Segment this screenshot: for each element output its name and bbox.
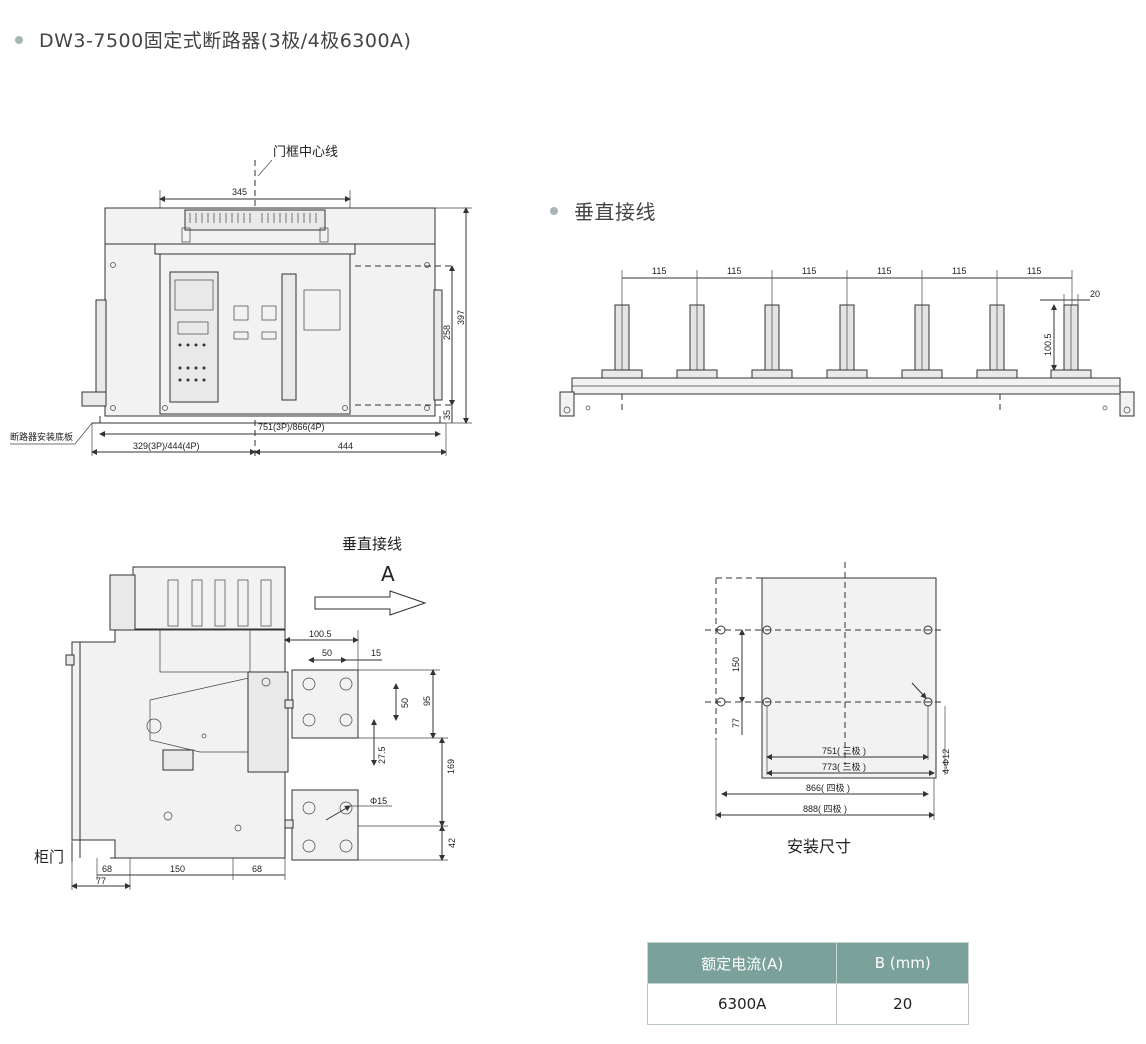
indicator-window bbox=[303, 289, 341, 331]
side-dim-42: 42 bbox=[447, 838, 457, 848]
side-dim-50-v: 50 bbox=[400, 698, 410, 708]
page-title: DW3-7500固定式断路器(3极/4极6300A) bbox=[39, 30, 412, 52]
dim-35: 35 bbox=[442, 410, 452, 420]
dim-258: 258 bbox=[442, 325, 452, 340]
dim-345: 345 bbox=[232, 187, 247, 197]
mount-dim-866: 866( 四极 ) bbox=[806, 782, 850, 793]
mount-dim-phi12: 4-Φ12 bbox=[941, 749, 951, 774]
dim-115-6: 115 bbox=[1027, 266, 1041, 276]
table-header-row: 额定电流(A) B (mm) bbox=[646, 942, 969, 984]
dim-115-1: 115 bbox=[652, 266, 666, 276]
front-view: 门框中心线 345 bbox=[10, 145, 472, 460]
mounting-view: 150 77 4-Φ12 751( 三极 ) 773( 三极 ) 866( 四极… bbox=[705, 562, 951, 856]
mount-dim-751: 751( 三极 ) bbox=[822, 745, 866, 756]
mount-dim-773: 773( 三极 ) bbox=[822, 761, 866, 772]
mount-dim-77: 77 bbox=[731, 718, 741, 728]
upper-terminal bbox=[291, 669, 359, 739]
side-dim-150: 150 bbox=[170, 864, 185, 874]
section-title: 垂直接线 bbox=[574, 200, 656, 224]
cell-b: 20 bbox=[836, 983, 969, 1025]
side-dim-50-top: 50 bbox=[322, 648, 332, 658]
lower-terminal bbox=[291, 789, 359, 861]
dim-115-4: 115 bbox=[877, 266, 891, 276]
dim-20: 20 bbox=[1090, 289, 1100, 299]
side-view: 垂直接线 A 10 bbox=[34, 535, 457, 890]
spec-table: 额定电流(A) B (mm) 6300A 20 bbox=[646, 942, 969, 1025]
side-dim-phi15: Φ15 bbox=[370, 796, 387, 806]
dim-100-5: 100.5 bbox=[1043, 333, 1053, 356]
dim-329: 329(3P)/444(4P) bbox=[133, 441, 200, 451]
base-plate-label: 断路器安装底板 bbox=[10, 431, 73, 443]
dim-751: 751(3P)/866(4P) bbox=[258, 422, 325, 432]
dim-115-5: 115 bbox=[952, 266, 966, 276]
side-dim-27-5: 27.5 bbox=[377, 746, 387, 764]
dim-115-2: 115 bbox=[727, 266, 741, 276]
side-dim-100-5: 100.5 bbox=[309, 629, 332, 639]
mount-dim-888: 888( 四极 ) bbox=[803, 803, 847, 814]
vertical-wiring-view: 115 115 115 115 115 115 20 100.5 bbox=[559, 266, 1135, 417]
busbar-bases bbox=[601, 369, 1092, 381]
side-dim-68a: 68 bbox=[102, 864, 112, 874]
mounting-plate bbox=[761, 577, 937, 779]
controller-buttons bbox=[178, 343, 206, 382]
mount-dim-150: 150 bbox=[731, 657, 741, 672]
dim-397: 397 bbox=[456, 310, 466, 325]
bullet-icon bbox=[550, 206, 558, 215]
controller-unit bbox=[169, 271, 219, 403]
table-row: 6300A 20 bbox=[646, 983, 969, 1025]
terminal-pins bbox=[189, 213, 317, 223]
dim-444: 444 bbox=[338, 441, 353, 451]
header-b-mm: B (mm) bbox=[836, 942, 969, 984]
header-rated-current: 额定电流(A) bbox=[646, 942, 838, 984]
busbars bbox=[614, 304, 1079, 376]
dim-115-3: 115 bbox=[802, 266, 816, 276]
view-arrow-icon bbox=[314, 590, 427, 616]
side-dim-95: 95 bbox=[422, 696, 432, 706]
cabinet-door-label: 柜门 bbox=[34, 848, 64, 866]
arrow-letter: A bbox=[381, 562, 395, 586]
handle bbox=[281, 273, 297, 401]
side-dim-77: 77 bbox=[96, 876, 106, 886]
mounting-caption: 安装尺寸 bbox=[787, 837, 851, 856]
side-dim-169: 169 bbox=[446, 759, 456, 774]
side-dim-68b: 68 bbox=[252, 864, 262, 874]
centerline-label: 门框中心线 bbox=[273, 145, 338, 160]
bullet-icon bbox=[15, 35, 23, 44]
side-dim-15: 15 bbox=[371, 648, 381, 658]
vertical-wiring-header: 垂直接线 bbox=[550, 196, 656, 225]
side-view-title: 垂直接线 bbox=[342, 535, 402, 553]
cell-current: 6300A bbox=[646, 983, 838, 1025]
main-header: DW3-7500固定式断路器(3极/4极6300A) bbox=[15, 26, 411, 53]
